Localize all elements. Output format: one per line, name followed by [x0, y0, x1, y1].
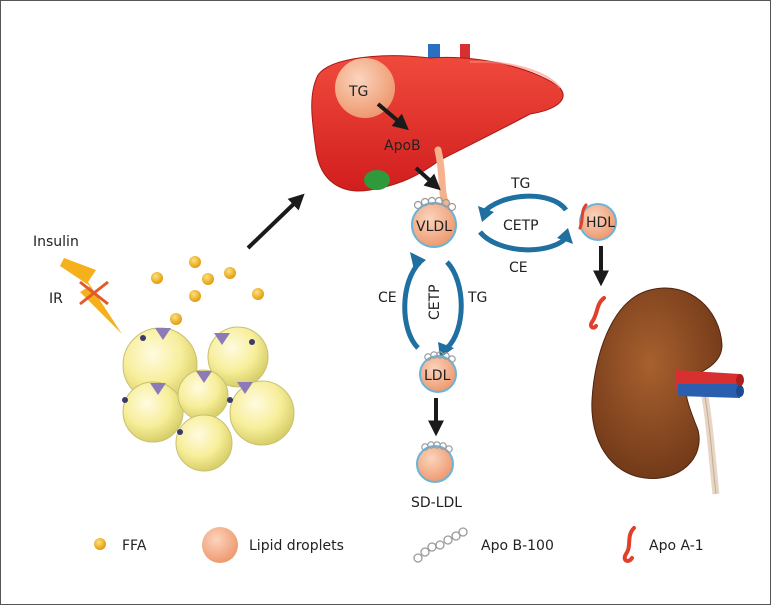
cetp-exchange-horizontal [478, 193, 573, 253]
legend-ffa-icon [94, 538, 106, 550]
tg-right-label: TG [467, 290, 487, 306]
tg-liver-label: TG [348, 84, 368, 100]
hdl-particle [578, 203, 617, 241]
legend-apo-b100-label: Apo B-100 [481, 538, 554, 554]
ce-left-label: CE [378, 290, 397, 306]
ce-exchange-label: CE [509, 260, 528, 276]
cetp-vertical-label: CETP [427, 284, 443, 320]
insulin-label: Insulin [33, 234, 79, 250]
liver-illustration [311, 44, 564, 209]
ir-label: IR [49, 291, 63, 307]
cetp-horizontal-label: CETP [503, 218, 539, 234]
adipose-tissue [122, 326, 295, 472]
legend: FFA Lipid droplets Apo B-100 Apo A-1 [94, 526, 704, 563]
legend-apo-b100-icon [413, 527, 468, 563]
legend-apo-a1-icon [622, 526, 636, 563]
tg-exchange-label: TG [510, 176, 530, 192]
vldl-particle [411, 196, 457, 248]
ffa-to-liver-arrow [246, 193, 305, 250]
ffa-particles [151, 256, 264, 325]
tg-to-apob-arrow [376, 102, 409, 131]
legend-apo-a1-label: Apo A-1 [649, 538, 704, 554]
cetp-exchange-vertical [402, 252, 464, 358]
liver-to-vldl-arrow [414, 166, 441, 191]
sd-ldl-label: SD-LDL [411, 495, 462, 511]
sd-ldl-particle [416, 441, 454, 483]
hdl-label: HDL [586, 215, 615, 231]
liver-tg-droplet [335, 58, 395, 118]
ldl-label: LDL [424, 368, 451, 384]
legend-ffa-label: FFA [122, 538, 147, 554]
legend-lipid-droplets-label: Lipid droplets [249, 538, 344, 554]
ldl-particle [419, 351, 457, 393]
free-apo-a1-icon [588, 296, 606, 330]
kidney-illustration [591, 287, 744, 495]
apob-label: ApoB [384, 138, 421, 154]
vldl-label: VLDL [416, 219, 452, 235]
legend-lipid-droplet-icon [202, 527, 238, 563]
